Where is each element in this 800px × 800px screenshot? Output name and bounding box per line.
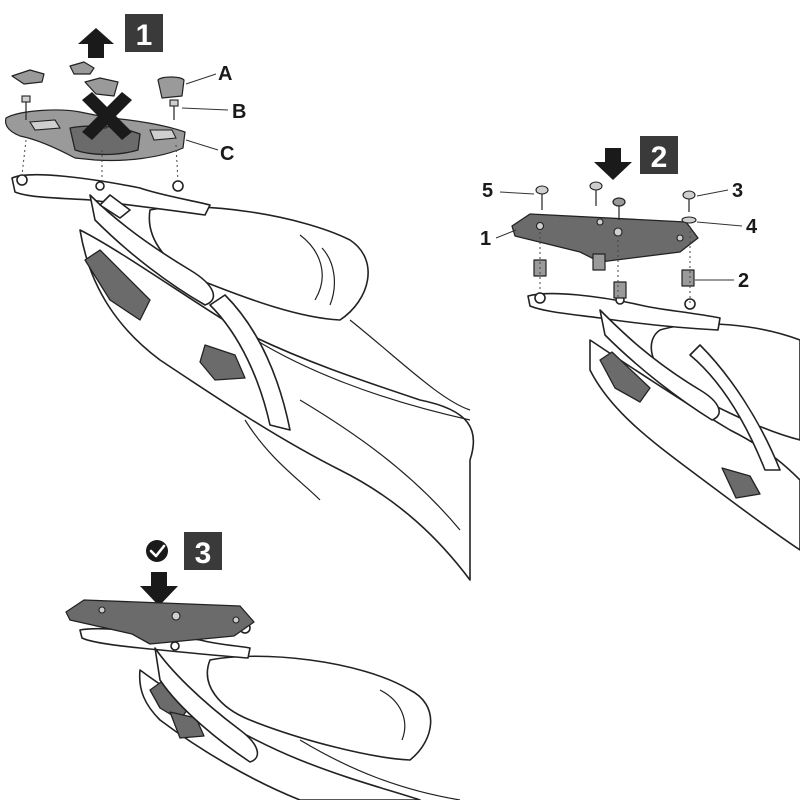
step-1-badge	[125, 14, 163, 52]
motorcycle-body-2	[589, 323, 800, 551]
new-mount-plate-1	[511, 213, 699, 263]
part-a-covers	[11, 61, 185, 99]
callout-5: 5	[482, 180, 493, 202]
rear-rack-2	[527, 292, 721, 421]
step-2-panel: 2	[480, 136, 800, 551]
callout-3: 3	[732, 180, 743, 202]
arrow-down-icon	[594, 148, 632, 180]
step-2-badge	[640, 136, 678, 174]
motorcycle-body-3	[138, 655, 461, 800]
step-1-panel: 1	[5, 14, 475, 581]
step-3-panel: 3	[65, 532, 461, 800]
callout-c: C	[220, 143, 234, 165]
screws-3-5	[535, 181, 696, 220]
washer-4	[681, 216, 697, 224]
installed-mount-plate	[65, 599, 255, 645]
callout-2: 2	[738, 270, 749, 292]
arrow-down-icon	[140, 572, 178, 606]
step-3-number: 3	[195, 537, 212, 570]
callout-a: A	[218, 63, 232, 85]
spacers-2	[533, 253, 695, 299]
step-1-number: 1	[136, 19, 153, 52]
step-3-badge	[184, 532, 222, 570]
motorcycle-body-1	[79, 206, 475, 581]
checkmark-icon	[146, 540, 168, 562]
callout-1: 1	[480, 228, 491, 250]
arrow-up-icon	[78, 28, 114, 58]
cross-icon	[82, 92, 132, 140]
step-2-number: 2	[651, 141, 668, 174]
callout-4: 4	[746, 216, 758, 238]
callout-b: B	[232, 101, 246, 123]
